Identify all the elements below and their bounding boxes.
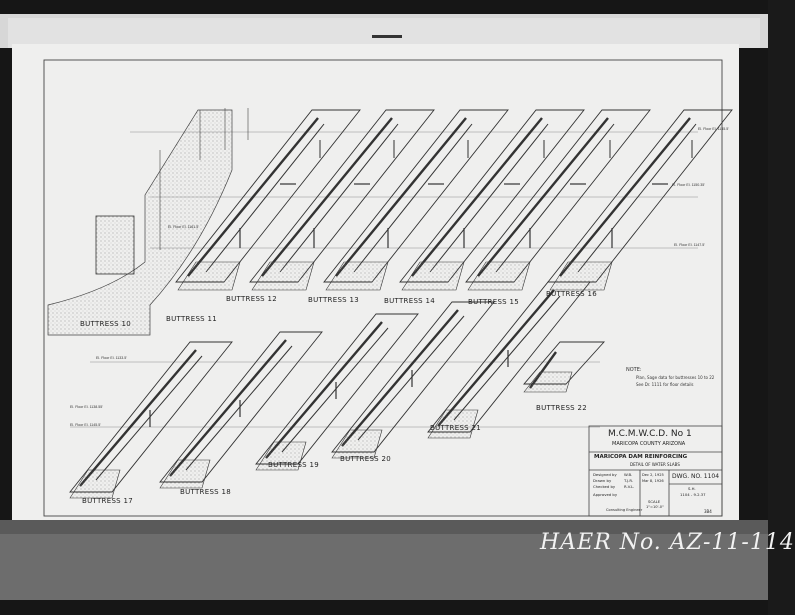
- buttress-19-label: BUTTRESS 19: [268, 461, 319, 469]
- floor-elevation-label: El. Floor El. 1133.5': [96, 356, 127, 360]
- title-line-1: M.C.M.W.C.D. No 1: [608, 429, 692, 439]
- buttress-13-label: BUTTRESS 13: [308, 296, 359, 304]
- buttress-12-label: BUTTRESS 12: [226, 295, 277, 303]
- note-title: NOTE:: [626, 367, 642, 373]
- project-title: MARICOPA DAM REINFORCING: [594, 454, 688, 460]
- approved-by-label: Approved by: [593, 492, 618, 497]
- haer-archive-mark: HAER No. AZ-11-114: [540, 530, 795, 555]
- buttress-17-label: BUTTRESS 17: [82, 497, 133, 505]
- buttress-20-label: BUTTRESS 20: [340, 455, 391, 463]
- scale-label: SCALE: [648, 499, 661, 504]
- blueprint-scan: [0, 14, 768, 600]
- floor-elevation-label: El. Floor El. 1135.5': [698, 127, 729, 131]
- checked-by-initials: R.V.L.: [624, 484, 635, 489]
- sheet-label: S.H.: [688, 486, 696, 491]
- lower-buttress-row: [69, 280, 606, 499]
- drawn-by-label: Drawn by: [593, 478, 612, 483]
- date-1: Dec 2, 1925: [642, 473, 664, 477]
- designed-by-initials: W.B.: [624, 472, 633, 477]
- checked-by-label: Checked by: [593, 484, 616, 489]
- floor-elevation-label: El. Floor El. 1161.5': [168, 225, 199, 229]
- date-2: Mar 8, 1926: [642, 479, 664, 483]
- buttress-22-label: BUTTRESS 22: [536, 404, 587, 412]
- title-block-frame: [588, 425, 723, 517]
- designed-by-label: Designed by: [593, 472, 617, 477]
- buttress-14-label: BUTTRESS 14: [384, 297, 435, 305]
- buttress-21-label: BUTTRESS 21: [430, 424, 481, 432]
- scale-value: 1"=10'-0": [646, 505, 664, 509]
- drawn-by-initials: T.J.R.: [624, 478, 634, 483]
- title-line-2: MARICOPA COUNTY ARIZONA: [612, 441, 686, 447]
- note-line: Plan, Sage data for buttresses 10 to 22: [636, 375, 715, 380]
- buttress-10-label: BUTTRESS 10: [80, 320, 131, 328]
- buttress-10-section: [47, 108, 249, 336]
- buttress-11-label: BUTTRESS 11: [166, 315, 217, 323]
- sheet-mark: 3B4: [704, 509, 712, 514]
- buttress-18-label: BUTTRESS 18: [180, 488, 231, 496]
- drawing-number: DWG. NO. 1104: [672, 473, 720, 480]
- floor-elevation-label: El. Floor El. 1138.55': [70, 405, 103, 409]
- buttress-16-label: BUTTRESS 16: [546, 290, 597, 298]
- floor-elevation-label: El. Floor El. 1145.5': [70, 423, 101, 427]
- buttress-15-label: BUTTRESS 15: [468, 298, 519, 306]
- floor-elevation-label: El. Floor El. 1150.35': [672, 183, 705, 187]
- upper-buttress-row: [175, 108, 734, 292]
- consulting-engineer: Consulting Engineer: [606, 508, 643, 512]
- note-line: See Dr. 1111 for floor details: [636, 382, 694, 387]
- drawing-subtitle: DETAIL OF WATER SLABS: [630, 462, 680, 467]
- sheet-reference: 1104 - 9.2.37: [680, 492, 706, 497]
- floor-elevation-label: El. Floor El. 1147.5': [674, 243, 705, 247]
